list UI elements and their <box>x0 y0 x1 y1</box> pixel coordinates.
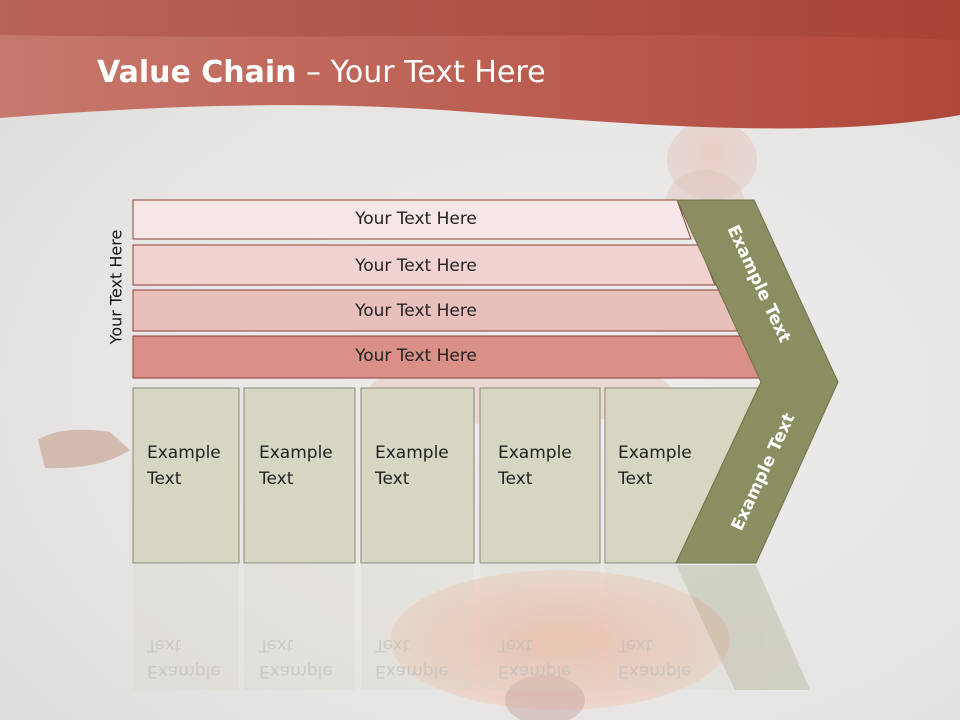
support-bar-1 <box>132 199 692 240</box>
primary-cell-1 <box>132 387 240 564</box>
cell-4-line1: Example <box>498 443 572 463</box>
cell-reflection-1-line2: Text <box>147 635 182 655</box>
cell-reflection-5: Example Text <box>618 632 692 684</box>
bar-label-1: Your Text Here <box>355 209 477 229</box>
cell-2-line1: Example <box>259 443 333 463</box>
cell-1-line1: Example <box>147 443 221 463</box>
cell-4-line2: Text <box>498 469 533 489</box>
bar-label-4: Your Text Here <box>355 346 477 366</box>
cell-reflection-2: Example Text <box>259 632 333 684</box>
margin-chevron <box>675 199 839 564</box>
cell-reflection-4: Example Text <box>498 632 572 684</box>
cell-reflection-3-line1: Example <box>375 661 449 681</box>
cell-reflection-5-line1: Example <box>618 661 692 681</box>
slide-title: Value Chain – Your Text Here <box>97 55 546 90</box>
cell-2-line2: Text <box>259 469 294 489</box>
bar-label-2: Your Text Here <box>355 256 477 276</box>
cell-reflection-1-line1: Example <box>147 661 221 681</box>
title-bold: Value Chain <box>97 55 297 90</box>
cell-5-line2: Text <box>618 469 653 489</box>
header-wave <box>0 0 960 129</box>
cell-reflection-3-line2: Text <box>375 635 410 655</box>
bar-label-3: Your Text Here <box>355 301 477 321</box>
reflection <box>133 565 810 690</box>
support-bar-2 <box>132 244 716 286</box>
cell-1-line2: Text <box>147 469 182 489</box>
primary-cell-2 <box>243 387 356 564</box>
cell-5-line1: Example <box>618 443 692 463</box>
cell-3-line2: Text <box>375 469 410 489</box>
cell-3-line1: Example <box>375 443 449 463</box>
cell-reflection-5-line2: Text <box>618 635 653 655</box>
cell-reflection-4-line2: Text <box>498 635 533 655</box>
cell-reflection-2-line2: Text <box>259 635 294 655</box>
primary-cell-3 <box>360 387 475 564</box>
cell-reflection-1: Example Text <box>147 632 221 684</box>
cell-reflection-4-line1: Example <box>498 661 572 681</box>
title-rest: – Your Text Here <box>296 55 546 90</box>
cell-reflection-2-line1: Example <box>259 661 333 681</box>
primary-cell-4 <box>479 387 601 564</box>
cell-reflection-3: Example Text <box>375 632 449 684</box>
